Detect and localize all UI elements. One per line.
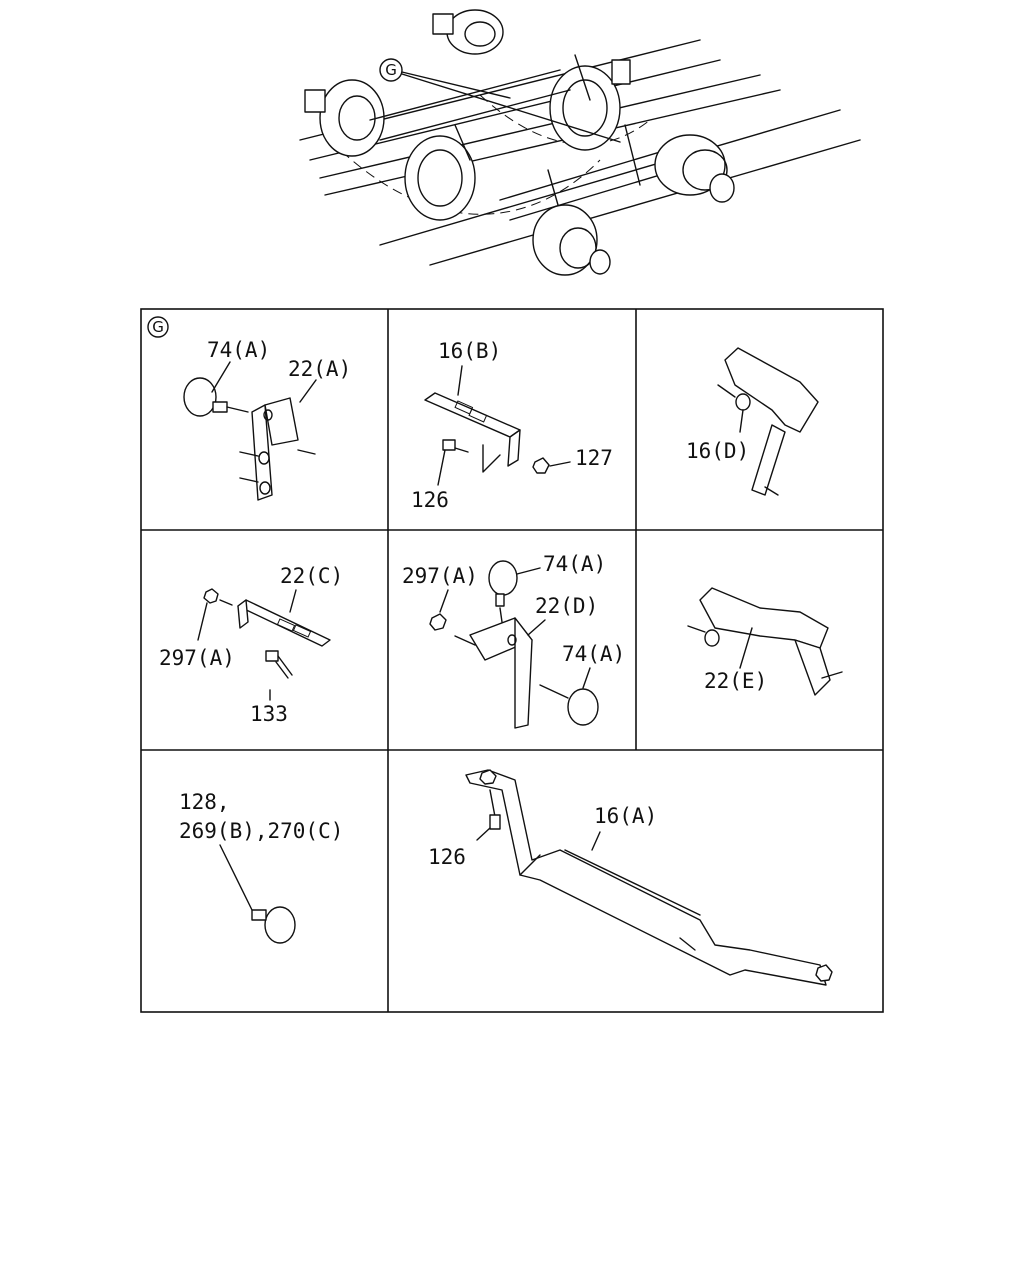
part-label-22e: 22(E) — [704, 669, 767, 693]
cell-2: 16(B) 126 127 — [411, 339, 613, 512]
part-label-128: 128, — [179, 790, 230, 814]
part-label-126: 126 — [411, 488, 449, 512]
cell-4: 22(C) 297(A) 133 — [159, 564, 343, 726]
part-label-133: 133 — [250, 702, 288, 726]
parts-grid — [140, 308, 884, 1013]
part-label-16b: 16(B) — [438, 339, 501, 363]
part-label-16a: 16(A) — [594, 804, 657, 828]
part-label-297a-2: 297(A) — [402, 564, 478, 588]
cell-6: 22(E) — [687, 587, 843, 696]
part-label-22c: 22(C) — [280, 564, 343, 588]
part-label-297a: 297(A) — [159, 646, 235, 670]
part-label-269b-270c: 269(B),270(C) — [179, 819, 343, 843]
part-label-16d: 16(D) — [686, 439, 749, 463]
part-label-22d: 22(D) — [535, 594, 598, 618]
cell-5: 297(A) 74(A) 22(D) 74(A) — [402, 552, 625, 729]
part-label-22a: 22(A) — [288, 357, 351, 381]
cell-3: 16(D) — [686, 347, 819, 496]
part-label-127: 127 — [575, 446, 613, 470]
overview-callout-letter: G — [385, 61, 397, 79]
axle-assembly-illustration: G — [299, 9, 861, 276]
part-label-126-b: 126 — [428, 845, 466, 869]
cell-8: 16(A) 126 — [428, 769, 833, 986]
part-label-74a: 74(A) — [207, 338, 270, 362]
part-label-74a-bottom: 74(A) — [562, 642, 625, 666]
cell-1: G 74(A) 22(A) — [147, 316, 351, 501]
cell-callout-letter: G — [152, 318, 164, 336]
part-label-74a-top: 74(A) — [543, 552, 606, 576]
cell-7: 128, 269(B),270(C) — [179, 790, 343, 944]
